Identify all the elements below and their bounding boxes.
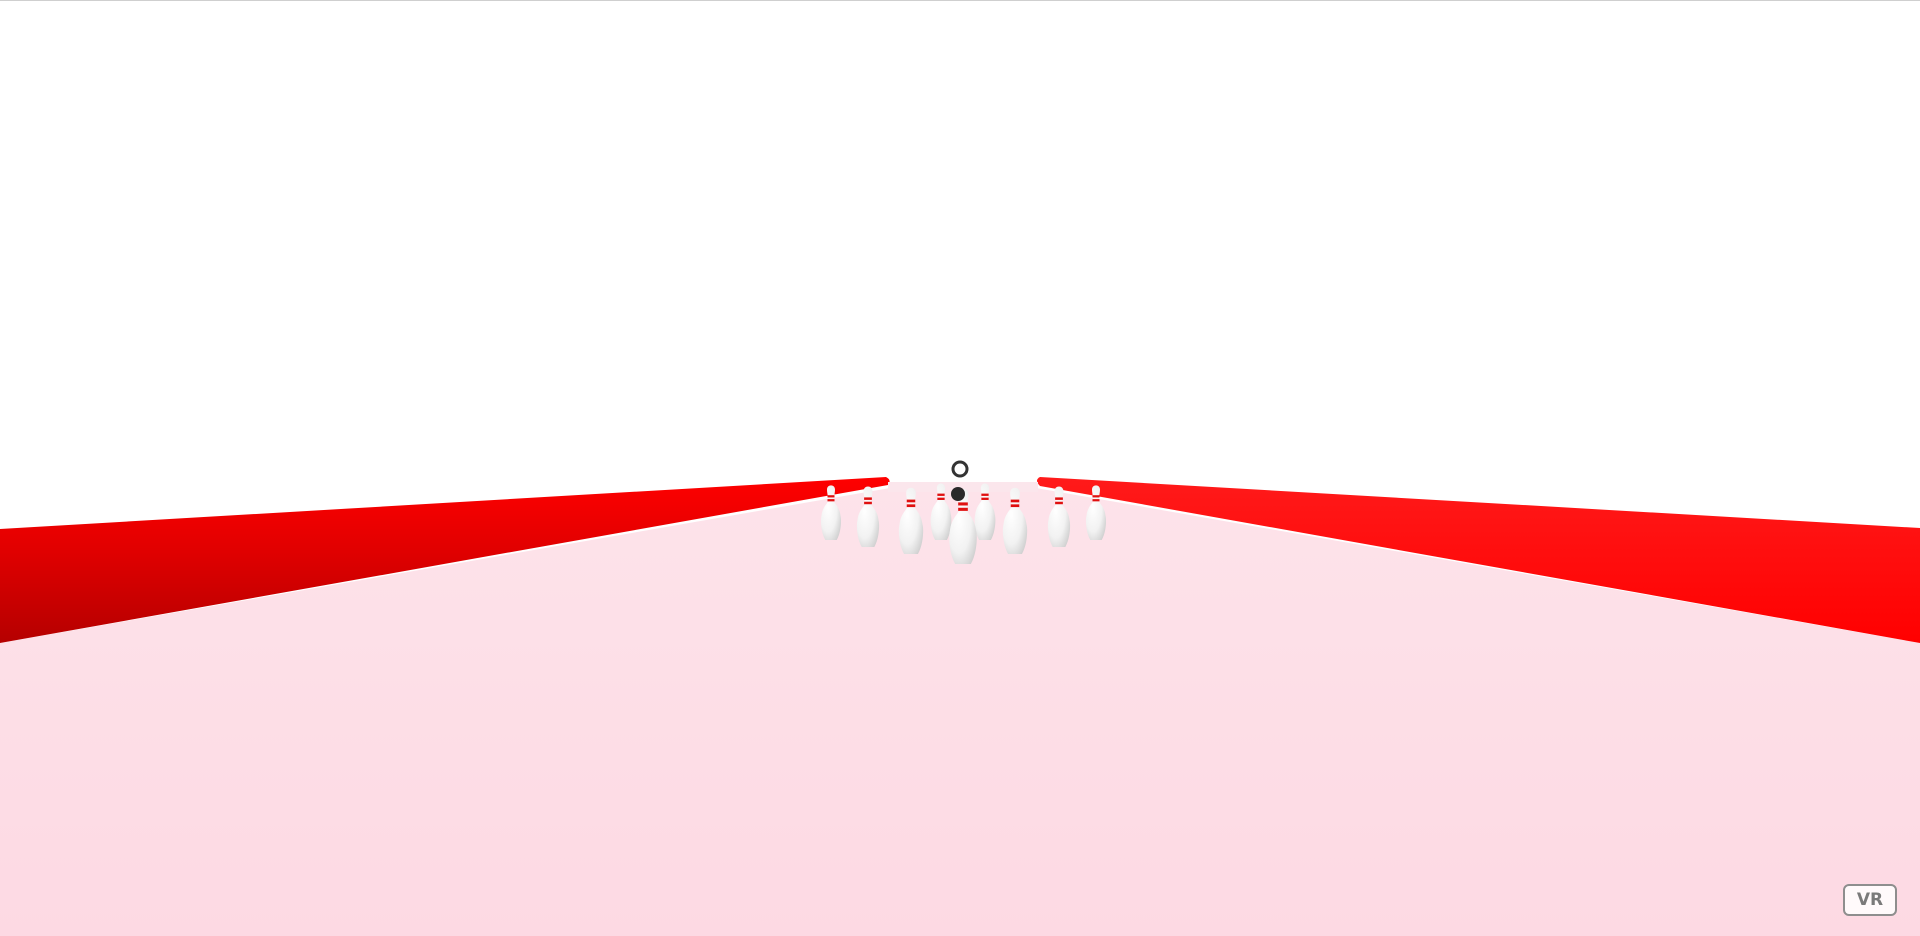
pin-stripe (981, 493, 989, 496)
pin-stripe (906, 504, 916, 508)
left-gutter (0, 477, 890, 643)
pin-stripe (1055, 497, 1063, 500)
right-gutter (1037, 477, 1920, 643)
bowling-pin (949, 488, 977, 564)
pin-stripe (1010, 504, 1020, 508)
pin-stripe (1092, 495, 1100, 498)
pin-stripe (906, 499, 916, 503)
pin-stripe (864, 501, 872, 505)
pin-stripe (1010, 499, 1020, 503)
bowling-ball (951, 487, 965, 501)
bowling-pin (898, 487, 924, 554)
pin-body (898, 487, 924, 554)
pin-body (974, 483, 996, 540)
pin-stripe (827, 495, 835, 498)
pin-body (930, 483, 952, 540)
pin-stripe (827, 499, 835, 502)
pin-stripe (1092, 499, 1100, 502)
pin-body (1002, 487, 1028, 554)
pin-deck (888, 482, 1038, 492)
pin-stripe (937, 493, 945, 496)
bowling-pin (820, 485, 842, 540)
bowling-pin (856, 486, 880, 547)
pin-stripe (981, 497, 989, 500)
pin-stripe (958, 507, 968, 511)
bowling-pin (1047, 486, 1071, 547)
pin-body (1085, 485, 1107, 540)
pin-body (856, 486, 880, 547)
pin-stripe (958, 502, 968, 506)
bowling-pin (1002, 487, 1028, 554)
pin-body (949, 488, 977, 564)
vr-button[interactable]: VR (1843, 884, 1897, 916)
bowling-pin (930, 483, 952, 540)
pin-stripe (864, 497, 872, 500)
top-border (0, 0, 1920, 1)
pin-stripe (1055, 501, 1063, 505)
bowling-pin (1085, 485, 1107, 540)
lane-floor (0, 488, 1920, 936)
cursor-reticle-icon (951, 460, 969, 478)
pin-body (1047, 486, 1071, 547)
pin-body (820, 485, 842, 540)
pin-stripe (937, 497, 945, 500)
pins-group (820, 483, 1107, 564)
bowling-pin (974, 483, 996, 540)
